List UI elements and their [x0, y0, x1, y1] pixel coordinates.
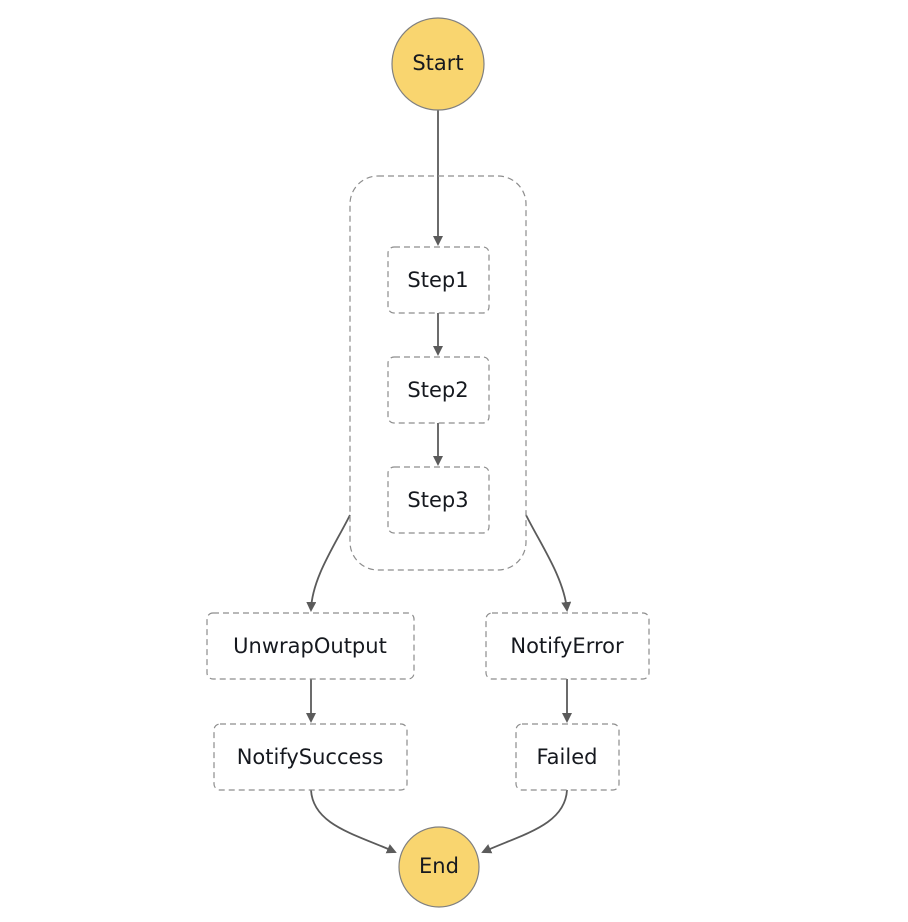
parallel-group-container — [349, 175, 527, 571]
start-label: Start — [412, 51, 463, 75]
unwrap-output-node[interactable]: UnwrapOutput — [206, 612, 415, 680]
step3-node[interactable]: Step3 — [387, 466, 490, 534]
unwrap-output-label: UnwrapOutput — [233, 634, 387, 658]
end-label: End — [419, 854, 459, 878]
end-node[interactable]: End — [398, 826, 480, 908]
edge-notify-success-to-end — [310, 789, 397, 854]
start-node[interactable]: Start — [391, 17, 485, 111]
failed-node[interactable]: Failed — [515, 723, 620, 791]
failed-label: Failed — [537, 745, 598, 769]
notify-error-label: NotifyError — [510, 634, 624, 658]
step1-label: Step1 — [407, 268, 468, 292]
edge-group-to-notify-error — [525, 514, 572, 612]
edge-group-to-unwrap-output — [306, 514, 351, 612]
step2-label: Step2 — [407, 378, 468, 402]
edge-failed-to-end — [481, 789, 568, 854]
notify-success-node[interactable]: NotifySuccess — [213, 723, 408, 791]
step3-label: Step3 — [407, 488, 468, 512]
step1-node[interactable]: Step1 — [387, 246, 490, 314]
edges — [306, 110, 572, 854]
step2-node[interactable]: Step2 — [387, 356, 490, 424]
notify-error-node[interactable]: NotifyError — [485, 612, 650, 680]
notify-success-label: NotifySuccess — [237, 745, 384, 769]
